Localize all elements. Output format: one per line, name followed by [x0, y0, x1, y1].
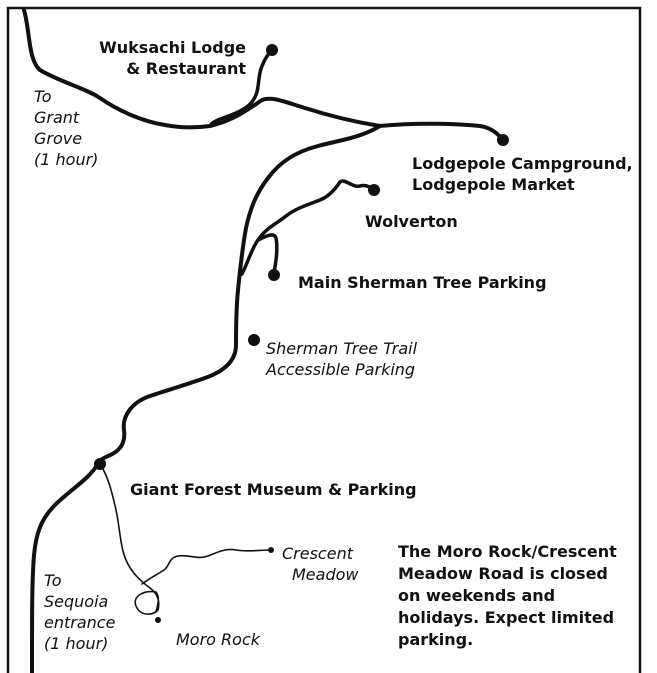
sherman-trail-line1: Sherman Tree Trail [266, 339, 418, 358]
notice-line3: on weekends and [398, 586, 556, 605]
sherman-trail-dot [248, 334, 260, 346]
notice-line1: The Moro Rock/Crescent [398, 542, 617, 561]
crescent-road [141, 548, 271, 585]
sequoia-line2: Sequoia [44, 592, 109, 611]
wuksachi-line1: Wuksachi Lodge [99, 38, 246, 57]
wolverton-dot [368, 184, 380, 196]
moro-rock-label: Moro Rock [176, 630, 261, 649]
notice-line4: holidays. Expect limited [398, 608, 615, 627]
notice-line2: Meadow Road is closed [398, 564, 608, 583]
notice-line5: parking. [398, 630, 474, 649]
map-border [6, 6, 642, 673]
crescent-label: Crescent Meadow [282, 543, 358, 585]
main-sherman-spur [256, 233, 279, 274]
main-road-south [95, 124, 382, 466]
lodgepole-dot [497, 134, 509, 146]
sequoia-line4: (1 hour) [44, 634, 109, 653]
crescent-line1: Crescent [282, 544, 353, 563]
giant-forest-dot [94, 458, 106, 470]
sequoia-line3: entrance [44, 613, 116, 632]
wolverton-road [240, 179, 376, 276]
giant-forest-label: Giant Forest Museum & Parking [130, 480, 417, 499]
grant-grove-line4: (1 hour) [34, 150, 99, 169]
road-closure-notice: The Moro Rock/Crescent Meadow Road is cl… [398, 541, 617, 651]
main-sherman-label: Main Sherman Tree Parking [298, 273, 547, 292]
road-to-entrance [30, 462, 100, 673]
lodgepole-label: Lodgepole Campground, Lodgepole Market [412, 153, 633, 195]
lodgepole-line1: Lodgepole Campground, [412, 154, 633, 173]
crescent-dot [268, 547, 274, 553]
grant-grove-line1: To [34, 87, 52, 106]
moro-rock-road [99, 463, 160, 615]
grant-grove-line3: Grove [34, 129, 83, 148]
sequoia-entrance-label: To Sequoia entrance (1 hour) [44, 570, 115, 654]
sherman-trail-line2: Accessible Parking [266, 360, 416, 379]
lodgepole-line2: Lodgepole Market [412, 175, 575, 194]
wuksachi-label: Wuksachi Lodge & Restaurant [60, 37, 246, 79]
wolverton-label: Wolverton [365, 212, 458, 231]
grant-grove-line2: Grant [34, 108, 80, 127]
sherman-trail-label: Sherman Tree Trail Accessible Parking [266, 338, 417, 380]
wuksachi-line2: & Restaurant [126, 59, 246, 78]
moro-rock-dot [155, 617, 161, 623]
main-road-north [22, 8, 505, 142]
wuksachi-spur [208, 48, 274, 128]
sequoia-line1: To [44, 571, 62, 590]
crescent-line2: Meadow [292, 565, 359, 584]
main-sherman-dot [268, 269, 280, 281]
grant-grove-label: To Grant Grove (1 hour) [34, 86, 98, 170]
wuksachi-dot [266, 44, 278, 56]
